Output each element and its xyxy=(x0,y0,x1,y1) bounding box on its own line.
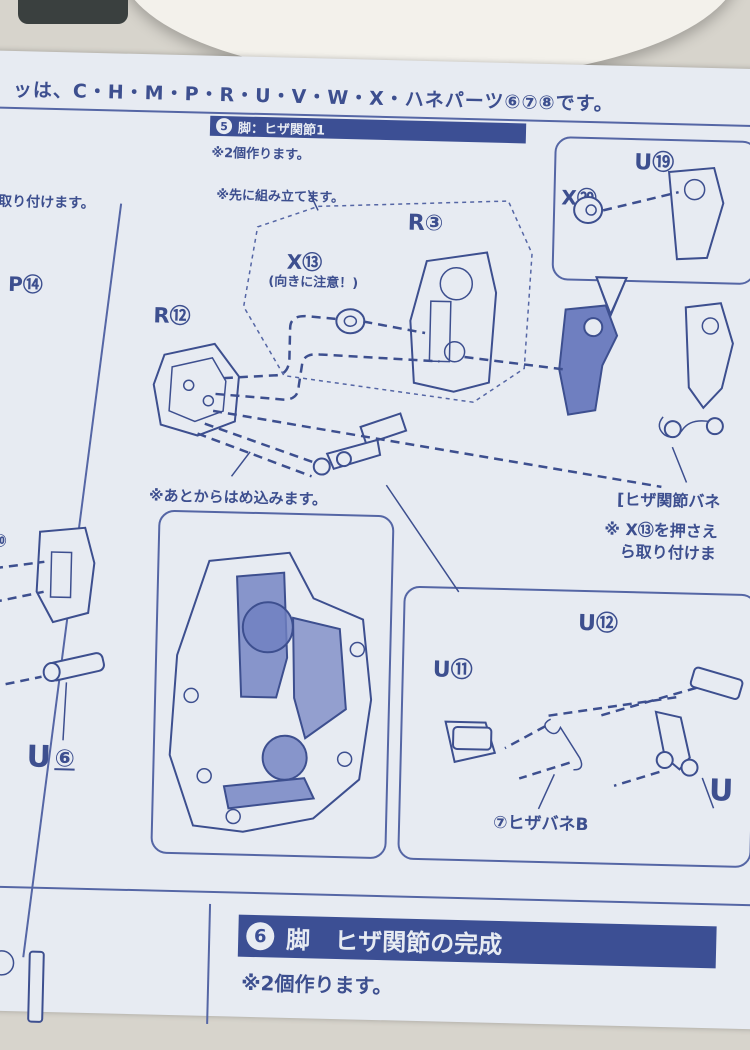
subassembly-outline xyxy=(242,200,533,404)
callout-parts xyxy=(573,166,725,319)
dash-path-r12-spring xyxy=(204,422,318,465)
dark-object xyxy=(18,0,128,24)
part-spring-assembly xyxy=(312,412,408,476)
detail-spring-illustration xyxy=(444,666,744,810)
dash-path-x13-r12 xyxy=(223,314,336,380)
part-highlight-blue xyxy=(558,304,619,416)
part-left-10 xyxy=(0,526,96,624)
section6-number: 6 xyxy=(245,921,275,951)
dash-path-x13-r3 xyxy=(363,320,426,335)
leader-line-later xyxy=(230,451,251,477)
part-r12-frame xyxy=(152,342,240,437)
part-knee-lever xyxy=(658,302,734,439)
assembly-diagram xyxy=(0,166,744,833)
leader-line-note xyxy=(307,189,319,211)
instruction-sheet: ッは、C・H・M・P・R・U・V・W・X・ハネパーツ⑥⑦⑧です。 取り付けます。… xyxy=(0,50,750,1030)
dash-path-r12-r3 xyxy=(215,353,440,401)
part-r3 xyxy=(409,251,498,393)
leader-line-knee-spring xyxy=(671,446,688,483)
section6-note-make2: ※2個作ります。 xyxy=(240,970,393,999)
leader-line-detail xyxy=(385,484,460,593)
part-left-u6 xyxy=(0,652,105,741)
section6-title: 脚 ヒザ関節の完成 xyxy=(285,925,503,959)
part-x13 xyxy=(335,308,366,335)
dash-path-r12-spring2 xyxy=(197,432,312,478)
section6-left-fragment xyxy=(0,950,45,1023)
dash-path-r3-blue xyxy=(464,355,565,371)
dash-path-r12-lever xyxy=(212,409,662,489)
detail-knee-illustration xyxy=(168,551,373,833)
